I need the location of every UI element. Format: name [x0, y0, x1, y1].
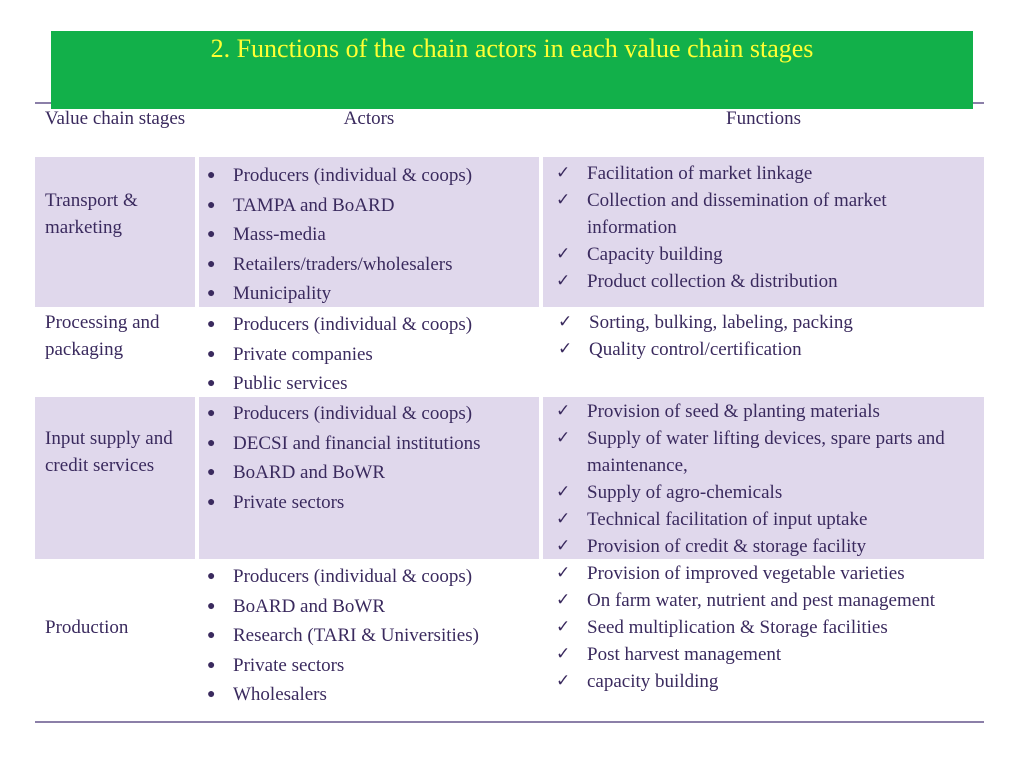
- bullet-icon: ●: [207, 346, 216, 362]
- list-item: ✓Seed multiplication & Storage facilitie…: [554, 614, 959, 641]
- list-item: ✓On farm water, nutrient and pest manage…: [554, 587, 959, 614]
- bullet-icon: ●: [207, 657, 216, 673]
- row-band-input-supply: [35, 397, 984, 559]
- list-item: ✓Facilitation of market linkage: [554, 160, 954, 187]
- list-item: ●Producers (individual & coops): [200, 310, 536, 340]
- bullet-icon: ●: [207, 628, 216, 644]
- bullet-icon: ●: [207, 168, 216, 183]
- bullet-icon: ●: [207, 494, 216, 510]
- list-item: ✓Quality control/certification: [556, 336, 956, 363]
- checkmark-icon: ✓: [556, 190, 571, 210]
- bullet-icon: ●: [207, 227, 216, 243]
- bullet-icon: ●: [207, 286, 216, 302]
- list-item: ●Producers (individual & coops): [200, 399, 536, 429]
- header-actors: Actors: [343, 108, 395, 129]
- checkmark-icon: ✓: [558, 339, 573, 359]
- stage-processing-packaging: Processing and packaging: [45, 312, 160, 360]
- checkmark-icon: ✓: [556, 617, 571, 637]
- list-item: ●Retailers/traders/wholesalers: [200, 250, 536, 280]
- list-item: ●TAMPA and BoARD: [200, 191, 536, 221]
- bullet-icon: ●: [207, 687, 216, 703]
- list-item: ✓Product collection & distribution: [554, 268, 954, 295]
- checkmark-icon: ✓: [558, 312, 573, 332]
- checkmark-icon: ✓: [556, 482, 571, 502]
- bullet-icon: ●: [207, 317, 216, 332]
- header-value-chain-stages: Value chain stages: [44, 108, 186, 129]
- bullet-icon: ●: [207, 376, 216, 392]
- table-bottom-rule: [35, 721, 984, 723]
- list-item: ●Municipality: [200, 279, 536, 309]
- bullet-icon: ●: [207, 569, 216, 584]
- list-item: ✓Provision of seed & planting materials: [554, 398, 959, 425]
- checkmark-icon: ✓: [556, 163, 571, 183]
- row-band-transport: [35, 157, 984, 307]
- list-item: ✓Sorting, bulking, labeling, packing: [556, 309, 956, 336]
- bullet-icon: ●: [207, 197, 216, 213]
- checkmark-icon: ✓: [556, 671, 571, 691]
- checkmark-icon: ✓: [556, 271, 571, 291]
- list-item: ✓Post harvest management: [554, 641, 959, 668]
- title-banner: [51, 31, 973, 109]
- checkmark-icon: ✓: [556, 428, 571, 448]
- actors-list-input-supply: ●Producers (individual & coops) ●DECSI a…: [200, 399, 536, 517]
- bullet-icon: ●: [207, 256, 216, 272]
- list-item: ●Private companies: [200, 340, 536, 370]
- functions-list-processing: ✓Sorting, bulking, labeling, packing ✓Qu…: [556, 309, 956, 363]
- actors-list-processing: ●Producers (individual & coops) ●Private…: [200, 310, 536, 399]
- checkmark-icon: ✓: [556, 536, 571, 556]
- list-item: ●DECSI and financial institutions: [200, 429, 536, 459]
- list-item: ●Producers (individual & coops): [200, 562, 536, 592]
- checkmark-icon: ✓: [556, 563, 571, 583]
- list-item: ●Public services: [200, 369, 536, 399]
- list-item: ✓capacity building: [554, 668, 959, 695]
- bullet-icon: ●: [207, 435, 216, 451]
- slide-title: 2. Functions of the chain actors in each…: [210, 34, 814, 63]
- bullet-icon: ●: [207, 465, 216, 481]
- bullet-icon: ●: [207, 406, 216, 421]
- checkmark-icon: ✓: [556, 244, 571, 264]
- list-item: ✓Provision of improved vegetable varieti…: [554, 560, 959, 587]
- list-item: ●Mass-media: [200, 220, 536, 250]
- list-item: ●BoARD and BoWR: [200, 592, 536, 622]
- list-item: ●Producers (individual & coops): [200, 161, 536, 191]
- list-item: ✓Collection and dissemination of market …: [554, 187, 954, 241]
- list-item: ✓Supply of agro-chemicals: [554, 479, 959, 506]
- list-item: ●BoARD and BoWR: [200, 458, 536, 488]
- list-item: ✓Supply of water lifting devices, spare …: [554, 425, 959, 479]
- actors-list-production: ●Producers (individual & coops) ●BoARD a…: [200, 562, 536, 710]
- list-item: ●Wholesalers: [200, 680, 536, 710]
- list-item: ●Research (TARI & Universities): [200, 621, 536, 651]
- actors-list-transport: ●Producers (individual & coops) ●TAMPA a…: [200, 161, 536, 309]
- list-item: ●Private sectors: [200, 651, 536, 681]
- list-item: ●Private sectors: [200, 488, 536, 518]
- checkmark-icon: ✓: [556, 644, 571, 664]
- list-item: ✓Capacity building: [554, 241, 954, 268]
- bullet-icon: ●: [207, 598, 216, 614]
- header-functions: Functions: [726, 108, 801, 129]
- stage-input-supply-credit: Input supply and credit services: [45, 428, 173, 476]
- checkmark-icon: ✓: [556, 509, 571, 529]
- functions-list-transport: ✓Facilitation of market linkage ✓Collect…: [554, 160, 954, 295]
- functions-list-input-supply: ✓Provision of seed & planting materials …: [554, 398, 959, 560]
- list-item: ✓Provision of credit & storage facility: [554, 533, 959, 560]
- checkmark-icon: ✓: [556, 401, 571, 421]
- checkmark-icon: ✓: [556, 590, 571, 610]
- functions-list-production: ✓Provision of improved vegetable varieti…: [554, 560, 959, 695]
- stage-transport-marketing: Transport & marketing: [45, 190, 138, 238]
- stage-production: Production: [45, 617, 129, 638]
- list-item: ✓Technical facilitation of input uptake: [554, 506, 959, 533]
